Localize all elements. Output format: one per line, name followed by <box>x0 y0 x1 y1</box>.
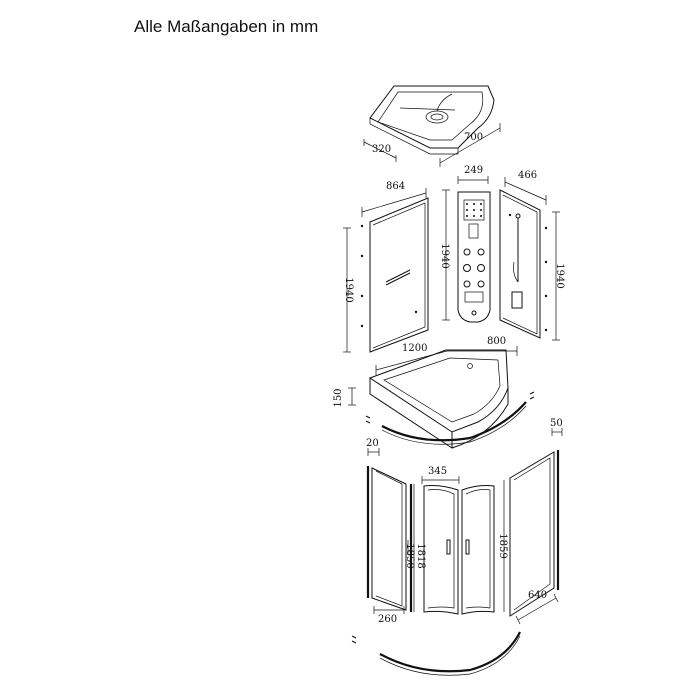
back-panel-width-label: 864 <box>386 181 405 192</box>
tray-height-label: 150 <box>333 388 344 407</box>
roof-dim-700: 700 <box>439 123 501 167</box>
tray-length-label: 1200 <box>402 343 427 354</box>
right-panel-width-label: 640 <box>528 590 547 601</box>
glass-left-offset-label: 20 <box>366 438 379 449</box>
roof-depth-label: 320 <box>372 144 391 155</box>
door-width-label: 345 <box>428 466 447 477</box>
right-panel-height-label: 1859 <box>497 533 508 558</box>
right-fixed-glass: 1859 640 <box>497 450 560 625</box>
upper-rail <box>365 391 535 445</box>
side-panel-height-label: 1940 <box>554 263 565 288</box>
roof-dim-320: 320 <box>363 139 397 162</box>
back-panel: 864 1940 <box>343 181 429 353</box>
fixed-panel-width-label: 260 <box>378 614 397 625</box>
left-fixed-glass: 260 <box>366 466 415 625</box>
column-width-label: 249 <box>464 165 483 176</box>
lower-rail <box>351 631 521 676</box>
door-height-label: 1818 <box>415 543 426 568</box>
glass-right-offset-label: 50 <box>550 418 563 429</box>
fixed-panel-height-label: 1850 <box>404 543 415 568</box>
roof-part <box>369 85 495 155</box>
column-height-label: 1940 <box>439 243 450 268</box>
side-panel: 466 1940 <box>499 170 565 341</box>
roof-width-label: 700 <box>464 132 483 143</box>
sliding-doors <box>423 485 495 615</box>
shower-column: 249 1940 <box>439 165 491 323</box>
tray-width-label: 800 <box>487 336 506 347</box>
back-panel-height-label: 1940 <box>343 277 354 302</box>
glass-top-dims: 20 345 50 <box>366 418 563 484</box>
side-panel-width-label: 466 <box>518 170 537 181</box>
page-title: Alle Maßangaben in mm <box>134 17 319 36</box>
shower-tray: 1200 800 150 <box>333 336 518 449</box>
